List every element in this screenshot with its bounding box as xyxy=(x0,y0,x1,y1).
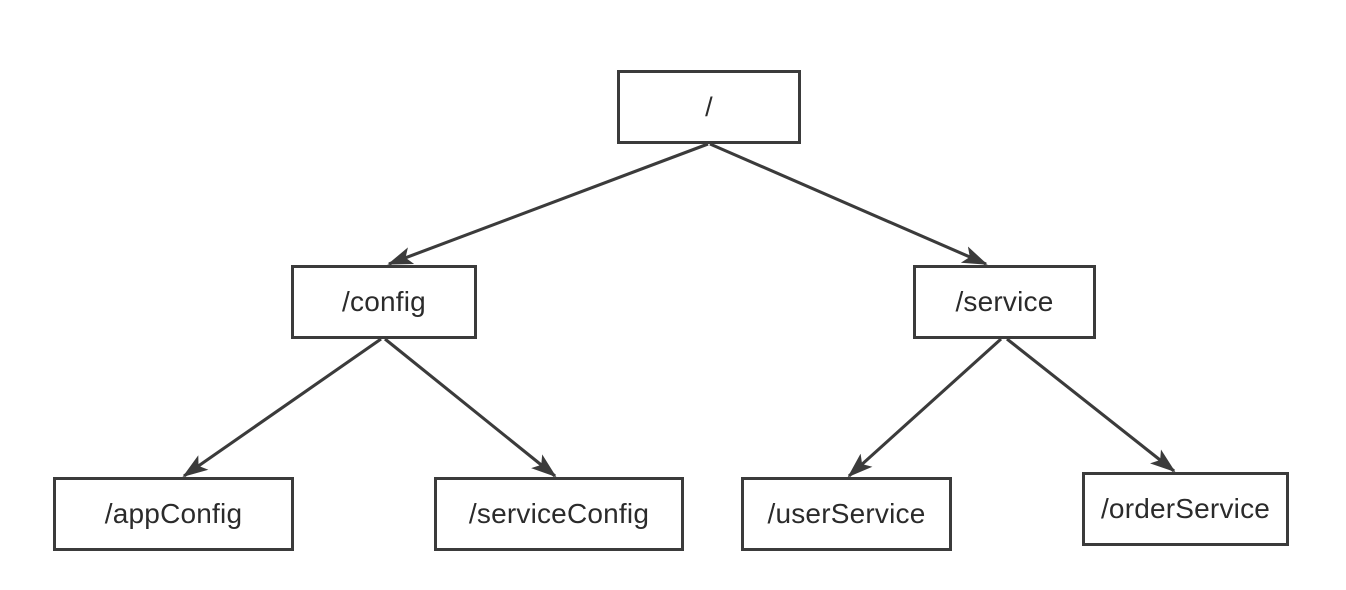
node-user-service-label: /userService xyxy=(767,498,926,529)
edge-service-userService xyxy=(847,337,1003,478)
node-app-config[interactable]: /appConfig xyxy=(53,477,294,551)
edge-config-appConfig xyxy=(182,337,382,478)
edge-root-service xyxy=(709,142,988,266)
node-user-service[interactable]: /userService xyxy=(741,477,952,551)
node-root[interactable]: / xyxy=(617,70,801,144)
node-order-service-label: /orderService xyxy=(1100,493,1271,524)
edge-root-config xyxy=(387,142,709,266)
node-service-label: /service xyxy=(955,286,1054,317)
edge-config-serviceConfig xyxy=(384,337,557,478)
node-config[interactable]: /config xyxy=(291,265,477,339)
node-app-config-label: /appConfig xyxy=(104,498,243,529)
node-service[interactable]: /service xyxy=(913,265,1096,339)
node-root-label: / xyxy=(705,91,713,122)
node-order-service[interactable]: /orderService xyxy=(1082,472,1289,546)
node-config-label: /config xyxy=(342,286,426,317)
node-service-config[interactable]: /serviceConfig xyxy=(434,477,684,551)
edge-service-orderService xyxy=(1006,337,1176,473)
node-service-config-label: /serviceConfig xyxy=(468,498,650,529)
